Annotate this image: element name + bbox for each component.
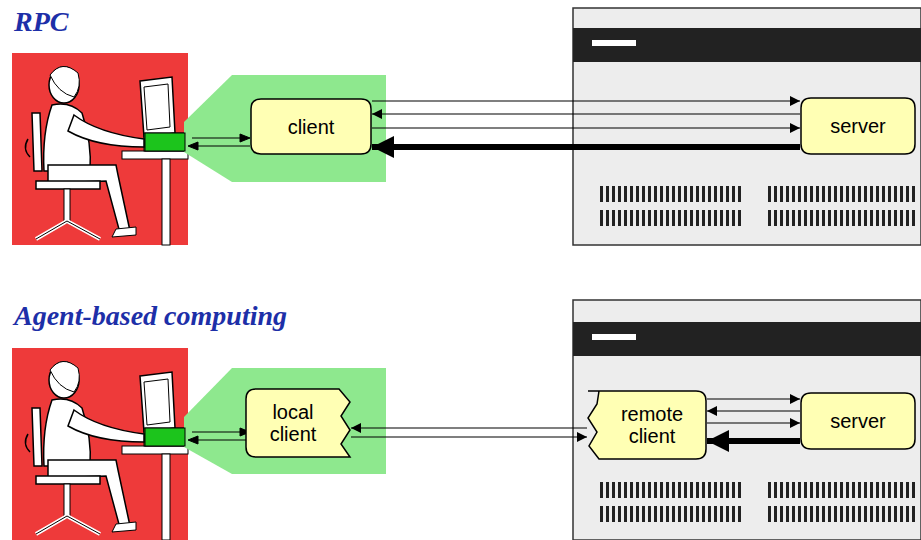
arrow-connector — [372, 127, 800, 128]
arrow-connector — [372, 100, 800, 101]
box-label: client — [288, 116, 335, 138]
arrow-connector — [707, 410, 800, 411]
section-heading: RPC — [14, 6, 68, 38]
arrow-connector — [707, 438, 800, 444]
arrow-connector — [372, 144, 800, 150]
process-box: remote client — [587, 390, 707, 460]
process-box: local client — [245, 388, 351, 458]
process-box: server — [800, 392, 916, 450]
box-label: local client — [257, 401, 329, 445]
arrow-connector — [372, 113, 800, 114]
box-label: server — [830, 410, 886, 432]
arrow-connector — [707, 398, 800, 399]
arrow-connector — [351, 436, 587, 437]
box-label: server — [830, 115, 886, 137]
section-heading: Agent-based computing — [14, 300, 287, 332]
arrow-connector — [351, 427, 587, 428]
process-box: client — [250, 98, 372, 155]
box-label: remote client — [609, 403, 695, 447]
arrow-connector — [707, 422, 800, 423]
process-box: server — [800, 97, 916, 155]
